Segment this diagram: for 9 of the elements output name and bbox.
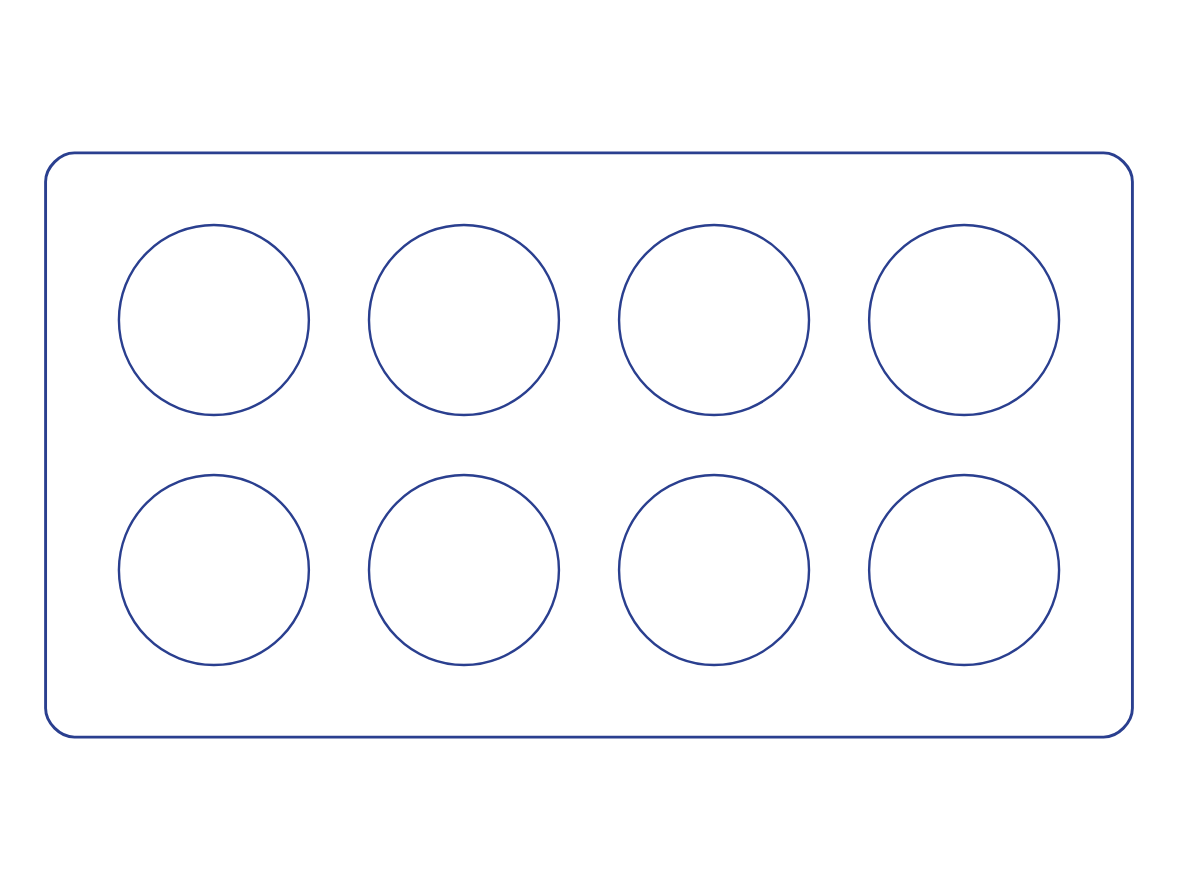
- node-circle: [617, 472, 811, 666]
- node-circle: [867, 472, 1061, 666]
- cluster: [44, 150, 1134, 738]
- node-circle: [367, 472, 561, 666]
- node-circle: [117, 472, 311, 666]
- node-circle: [367, 222, 561, 416]
- node-circle: [867, 222, 1061, 416]
- node-circle: [617, 222, 811, 416]
- node-circle: [117, 222, 311, 416]
